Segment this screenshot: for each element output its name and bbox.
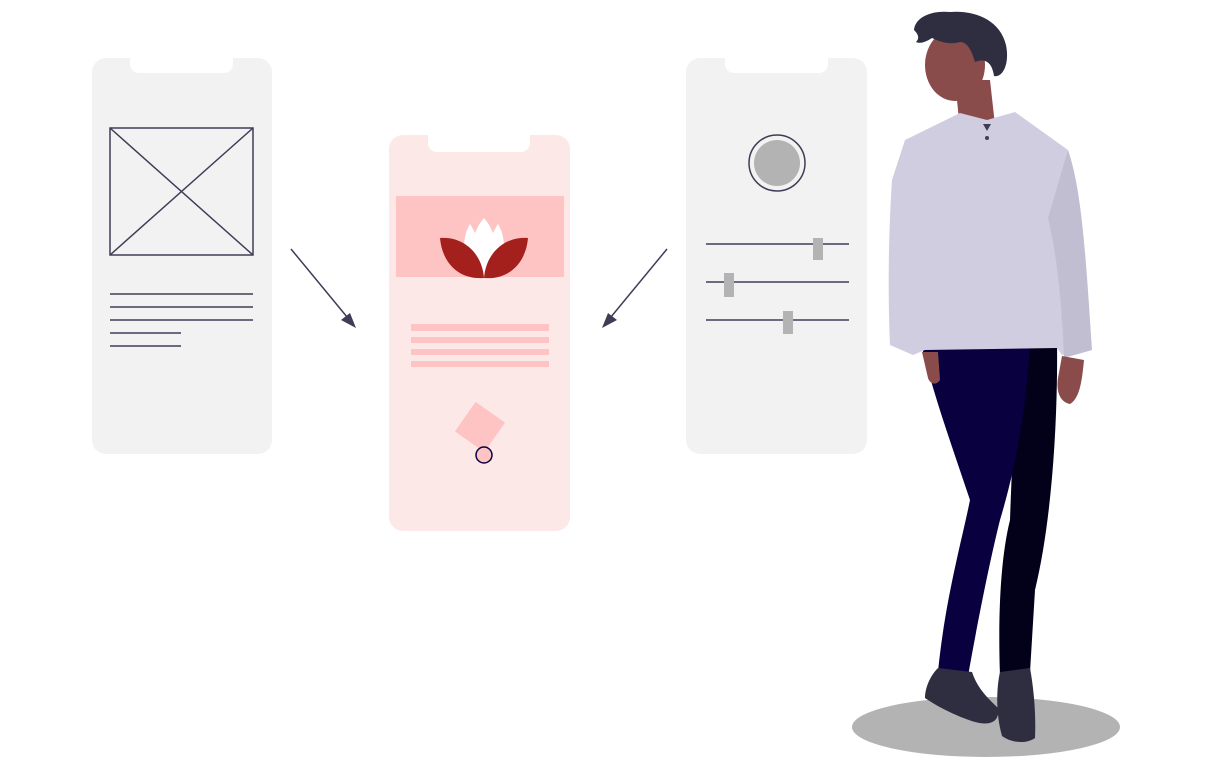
slider-icon[interactable] — [706, 273, 849, 297]
hair — [914, 11, 1008, 77]
person-figure — [852, 11, 1120, 757]
controls-phone — [686, 58, 867, 454]
shadow — [852, 697, 1120, 757]
phone-notch — [130, 58, 233, 73]
cursor-circle-icon[interactable] — [475, 446, 493, 464]
text-bars — [411, 324, 549, 367]
lotus-icon — [440, 218, 528, 279]
arrow-icon — [602, 248, 668, 328]
slider-icon[interactable] — [706, 311, 849, 334]
shirt — [888, 112, 1085, 355]
arrow-icon — [290, 248, 356, 328]
slider-icon[interactable] — [706, 238, 849, 260]
sleeve — [1048, 150, 1092, 358]
phone-notch — [725, 58, 828, 73]
wireframe-phone — [92, 58, 272, 454]
phone-notch — [428, 135, 530, 152]
shoe — [997, 668, 1036, 743]
designed-phone — [389, 135, 570, 531]
image-placeholder-icon — [109, 127, 254, 256]
avatar-circle-icon — [748, 134, 806, 192]
text-lines — [110, 293, 253, 347]
diamond-shape — [454, 401, 506, 453]
shoe — [925, 668, 999, 724]
